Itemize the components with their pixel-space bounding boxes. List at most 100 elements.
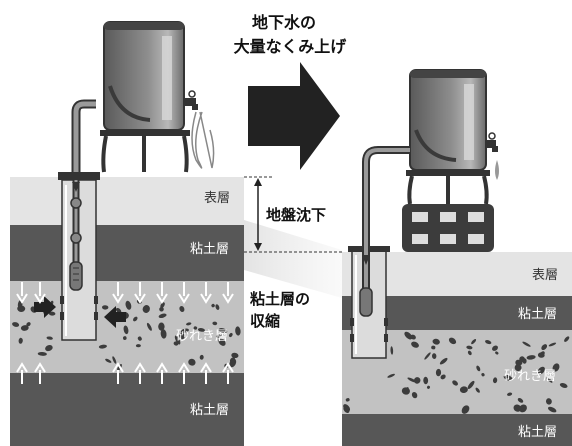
gravel-stone <box>98 344 107 349</box>
right-surface-label: 表層 <box>532 268 558 283</box>
gravel-stone <box>197 328 206 332</box>
pressure-arrow-head <box>222 362 234 373</box>
gravel-stone <box>467 380 475 389</box>
pressure-arrow-head <box>34 362 46 373</box>
right-strata <box>342 252 572 446</box>
gravel-stone <box>112 356 117 364</box>
gravel-stone <box>215 304 220 310</box>
gravel-stone <box>123 325 129 335</box>
gravel-stone <box>435 368 442 377</box>
pressure-arrow-head <box>222 293 234 304</box>
right-gravel-label: 砂れき層 <box>504 369 556 384</box>
gravel-stone <box>517 398 524 403</box>
subsidence-markers <box>244 176 342 253</box>
inflow-arrow-left <box>34 296 56 318</box>
gravel-stone <box>17 305 26 313</box>
gravel-stone <box>411 341 419 348</box>
right-tank-faucet <box>486 140 496 148</box>
gravel-stone <box>404 331 413 340</box>
pressure-arrow-head <box>16 362 28 373</box>
gravel-stone <box>461 405 470 414</box>
right-water-drip <box>495 160 499 180</box>
left-flow-arrow <box>72 182 80 192</box>
headline-line1: 地下水の <box>252 13 316 32</box>
gravel-stone <box>231 352 239 359</box>
gravel-stone <box>193 326 198 330</box>
gravel-stone <box>411 392 418 399</box>
pressure-arrow-head <box>134 293 146 304</box>
right-water-tank <box>402 69 499 252</box>
gravel-stone <box>180 328 189 333</box>
pressure-arrow-head <box>34 293 46 304</box>
left-well <box>34 99 126 341</box>
gravel-stone <box>507 392 513 396</box>
gravel-stone <box>546 377 553 383</box>
pressure-arrow-head <box>200 362 212 373</box>
gravel-stone <box>492 377 498 384</box>
pressure-arrow-head <box>200 293 212 304</box>
gravel-stone <box>564 336 570 342</box>
gravel-stone <box>137 336 142 341</box>
gravel-stone <box>559 383 568 388</box>
gravel-stone <box>481 373 485 377</box>
subsidence-label: 地盤沈下 <box>266 206 326 224</box>
right-clay-lower-layer <box>342 414 572 446</box>
gravel-stone <box>526 355 536 360</box>
gravel-stone <box>235 326 241 336</box>
gravel-stone <box>423 376 429 385</box>
left-gravel-label: 砂れき層 <box>176 329 228 344</box>
gravel-stone <box>102 305 109 310</box>
gravel-stone <box>12 322 20 327</box>
gravel-stone <box>537 352 545 358</box>
gravel-stone <box>413 377 421 384</box>
gravel-stone <box>475 387 480 393</box>
left-surface-layer <box>10 177 244 225</box>
gravel-stone <box>158 322 165 331</box>
gravel-stone <box>467 350 472 356</box>
pressure-arrow-head <box>156 362 168 373</box>
left-clay-upper-layer <box>10 225 244 281</box>
gravel-stone <box>495 351 499 355</box>
gravel-stone <box>133 316 138 322</box>
gravel-stone <box>476 365 481 372</box>
gravel-stone <box>431 345 436 350</box>
pressure-arrow-head <box>178 362 190 373</box>
left-surface-label: 表層 <box>204 191 230 206</box>
gravel-stone <box>541 344 548 351</box>
gravel-stone <box>343 406 350 413</box>
pressure-arrow-head <box>112 293 124 304</box>
gravel-stone <box>160 329 167 339</box>
left-tank-stand <box>100 130 190 136</box>
gravel-stone <box>37 351 47 356</box>
gravel-stone <box>439 357 448 365</box>
gravel-stone <box>431 353 437 359</box>
gravel-stone <box>146 322 152 331</box>
headline-line2: 大量なくみ上げ <box>234 37 348 56</box>
gravel-stone <box>547 406 557 413</box>
left-clay-lower-label: 粘土層 <box>190 403 229 418</box>
pressure-arrow-head <box>178 293 190 304</box>
gravel-stone <box>211 303 215 308</box>
gravel-stone <box>18 337 23 344</box>
gravel-stone <box>46 336 53 340</box>
gravel-stone <box>426 385 431 389</box>
gravel-stone <box>218 328 228 334</box>
gravel-stone <box>160 302 165 309</box>
left-clay-lower-layer <box>10 373 244 446</box>
gravel-stone <box>459 386 468 394</box>
gravel-stone <box>212 321 218 326</box>
pressure-arrow-head <box>16 293 28 304</box>
gravel-stone <box>48 311 56 316</box>
gravel-stone <box>424 352 431 360</box>
gravel-stone <box>20 325 29 331</box>
gravel-stone <box>125 300 132 310</box>
right-tank-body <box>409 69 487 171</box>
pressure-arrows-up <box>16 362 234 384</box>
gravel-stone <box>158 313 167 319</box>
gravel-stone <box>401 387 410 395</box>
gravel-stone <box>471 339 477 345</box>
gravel-stone <box>26 322 31 327</box>
pressure-arrows-down <box>16 282 234 304</box>
right-tank-stand <box>406 170 490 176</box>
